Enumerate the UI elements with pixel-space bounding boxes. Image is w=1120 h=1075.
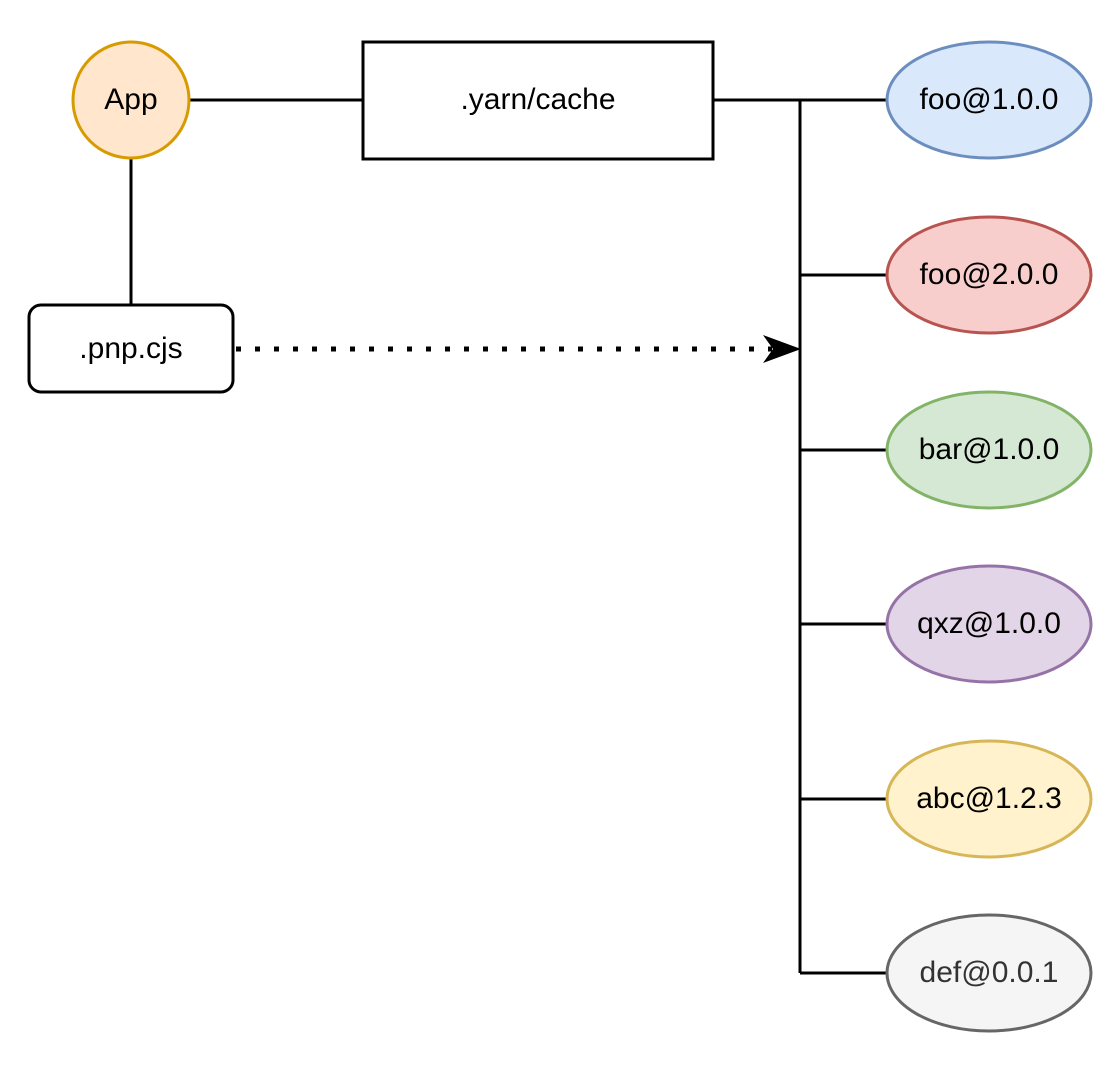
cache-node[interactable]: .yarn/cache bbox=[361, 40, 715, 161]
package-node[interactable]: qxz@1.0.0 bbox=[885, 564, 1093, 684]
pnp-node[interactable]: .pnp.cjs bbox=[27, 303, 235, 394]
package-label: def@0.0.1 bbox=[920, 956, 1059, 989]
package-label: qxz@1.0.0 bbox=[917, 607, 1061, 640]
package-node[interactable]: foo@2.0.0 bbox=[885, 215, 1093, 335]
cache-rect bbox=[361, 40, 715, 161]
package-ellipse bbox=[885, 40, 1093, 160]
package-label: bar@1.0.0 bbox=[919, 433, 1060, 466]
connectors bbox=[129, 98, 888, 975]
pnp-label: .pnp.cjs bbox=[79, 332, 182, 365]
package-ellipse bbox=[885, 390, 1093, 510]
package-label: abc@1.2.3 bbox=[916, 782, 1062, 815]
package-label: foo@1.0.0 bbox=[920, 83, 1059, 116]
package-ellipse bbox=[885, 564, 1093, 684]
cache-label: .yarn/cache bbox=[460, 83, 615, 116]
app-node[interactable]: App bbox=[71, 40, 191, 160]
edge-pnp-to-bus bbox=[236, 335, 801, 363]
app-circle bbox=[71, 40, 191, 160]
package-list: foo@1.0.0 foo@2.0.0 bar@1.0.0 qxz@1.0.0 … bbox=[885, 40, 1093, 1033]
package-node[interactable]: foo@1.0.0 bbox=[885, 40, 1093, 160]
package-ellipse bbox=[885, 215, 1093, 335]
arrowhead-icon bbox=[763, 335, 801, 363]
package-node[interactable]: abc@1.2.3 bbox=[885, 739, 1093, 859]
package-node[interactable]: def@0.0.1 bbox=[885, 913, 1093, 1033]
package-ellipse bbox=[885, 913, 1093, 1033]
package-ellipse bbox=[885, 739, 1093, 859]
package-label: foo@2.0.0 bbox=[920, 258, 1059, 291]
package-node[interactable]: bar@1.0.0 bbox=[885, 390, 1093, 510]
app-label: App bbox=[104, 83, 157, 116]
pnp-rect bbox=[27, 303, 235, 394]
